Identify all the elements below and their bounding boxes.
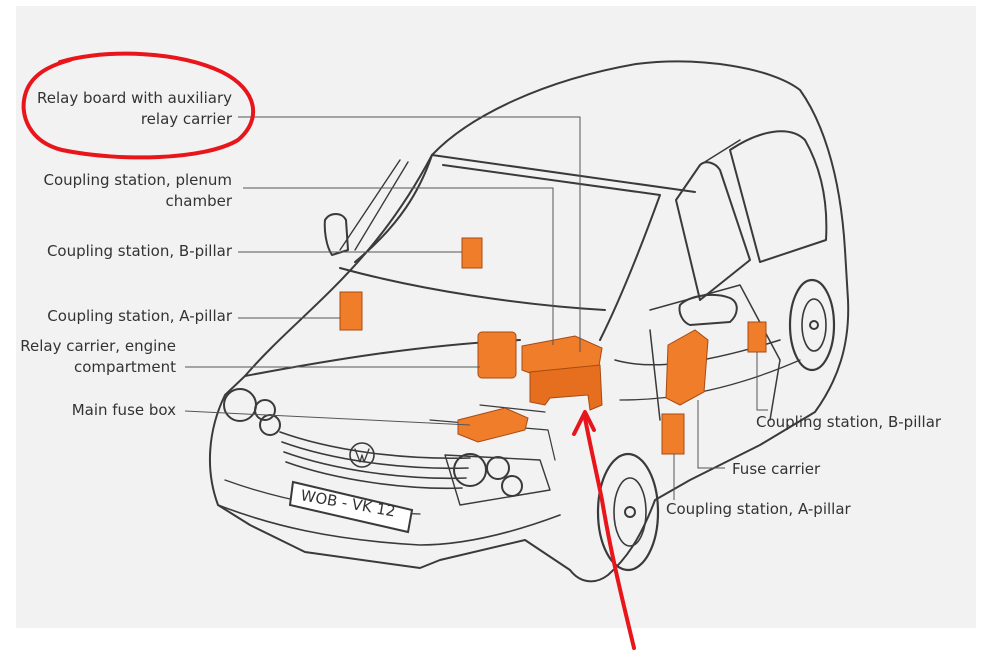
label-relay-board: Relay board with auxiliary relay carrier: [22, 88, 232, 130]
leader-main-fuse-box: [184, 410, 471, 426]
coupling-station-b-pillar-right-part: [747, 321, 767, 353]
label-relay-board-line1: Relay board with auxiliary: [37, 89, 232, 107]
leader-b-pillar-right: [756, 352, 768, 411]
auxiliary-relay-carrier-part: [529, 364, 603, 411]
leader-plenum: [243, 187, 554, 345]
label-relay-engine-line1: Relay carrier, engine: [20, 337, 176, 355]
label-main-fuse-box: Main fuse box: [71, 401, 176, 419]
label-a-pillar-right: Coupling station, A-pillar: [666, 500, 851, 518]
coupling-station-a-pillar-right-part: [661, 413, 685, 455]
label-relay-engine-line2: compartment: [73, 358, 176, 376]
coupling-station-a-pillar-left-part: [339, 291, 363, 331]
label-relay-board-line2: relay carrier: [140, 110, 232, 128]
leader-lines: [184, 116, 768, 500]
coupling-station-b-pillar-left-part: [461, 237, 483, 269]
label-b-pillar-right: Coupling station, B-pillar: [756, 413, 942, 431]
red-annotations: [21, 51, 636, 650]
red-arrow-head: [572, 410, 596, 436]
relay-carrier-engine-part: [477, 331, 517, 379]
fuse-carrier-part: [665, 329, 709, 406]
label-a-pillar-left: Coupling station, A-pillar: [47, 307, 232, 325]
label-relay-engine: Relay carrier, engine compartment: [10, 336, 176, 378]
leader-fuse-carrier: [697, 400, 725, 469]
license-plate: WOB - VK 12: [288, 480, 414, 534]
red-circle-annotation: [21, 51, 255, 160]
red-arrow-shaft: [583, 416, 636, 650]
main-fuse-box-part: [457, 407, 529, 443]
label-plenum: Coupling station, plenum chamber: [22, 170, 232, 212]
label-b-pillar-left: Coupling station, B-pillar: [46, 242, 232, 260]
label-plenum-line2: chamber: [165, 192, 232, 210]
label-fuse-carrier: Fuse carrier: [732, 460, 821, 478]
label-plenum-line1: Coupling station, plenum: [43, 171, 232, 189]
leader-relay-board: [238, 116, 581, 352]
